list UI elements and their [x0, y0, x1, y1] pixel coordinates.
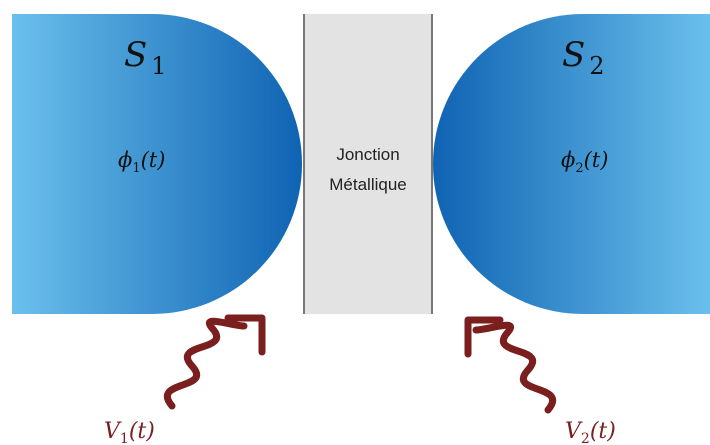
phase-left-label: ϕ1(t)	[118, 148, 165, 176]
metallic-junction	[304, 14, 432, 314]
superconductor-right	[433, 14, 710, 314]
drive-right-label: V2(t)	[565, 419, 616, 445]
phase-right-label: ϕ2(t)	[561, 148, 608, 176]
drive-arrow-right	[464, 316, 557, 414]
drive-left-label: V1(t)	[104, 419, 155, 445]
superconductor-left	[12, 14, 302, 314]
junction-label-line2: Métallique	[329, 175, 407, 194]
junction-label-line1: Jonction	[336, 145, 399, 164]
drive-arrow-left	[163, 314, 266, 410]
